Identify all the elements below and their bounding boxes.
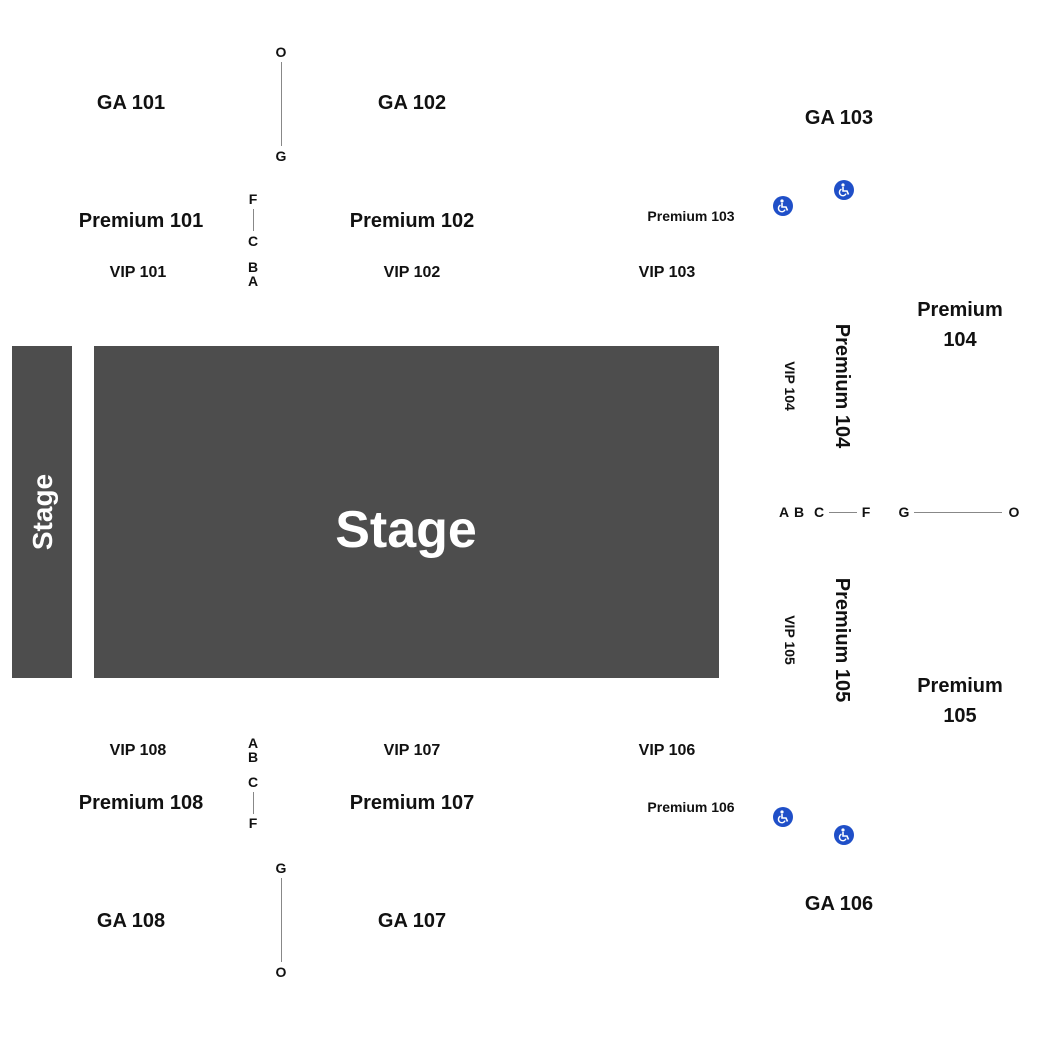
section-premium-105[interactable]: Premium 105: [831, 577, 853, 703]
row-marker-g-top: G: [275, 148, 287, 164]
side-stage: [12, 346, 72, 678]
row-marker-f-top: F: [248, 191, 258, 207]
row-marker-o-top: O: [275, 44, 287, 60]
section-vip-108[interactable]: VIP 108: [109, 742, 167, 759]
row-divider-right-outer: [914, 512, 1002, 513]
section-ga-108[interactable]: GA 108: [96, 910, 166, 932]
section-vip-103[interactable]: VIP 103: [638, 264, 696, 281]
row-marker-f-right: F: [861, 504, 871, 520]
section-premium-104-outer-line1: Premium: [917, 299, 1003, 321]
wheelchair-icon: [773, 807, 793, 827]
row-marker-c-right: C: [813, 504, 825, 520]
row-marker-g-bottom: G: [275, 860, 287, 876]
row-marker-f-bottom: F: [248, 815, 258, 831]
section-ga-107[interactable]: GA 107: [377, 910, 447, 932]
row-marker-a-top: A: [247, 273, 259, 289]
section-vip-101[interactable]: VIP 101: [109, 264, 167, 281]
main-stage-label: Stage: [335, 501, 477, 559]
section-vip-106[interactable]: VIP 106: [638, 742, 696, 759]
row-divider-bottom-inner: [253, 792, 254, 814]
section-premium-104[interactable]: Premium 104: [831, 323, 853, 449]
section-premium-105-outer[interactable]: Premium 105: [917, 671, 1003, 731]
section-premium-107[interactable]: Premium 107: [349, 792, 475, 814]
section-vip-107[interactable]: VIP 107: [383, 742, 441, 759]
row-marker-a-bottom: A: [247, 735, 259, 751]
row-divider-top-outer: [281, 62, 282, 146]
row-marker-a-right: A: [778, 504, 790, 520]
section-premium-105-outer-line1: Premium: [917, 675, 1003, 697]
section-premium-101[interactable]: Premium 101: [78, 210, 204, 232]
row-marker-g-right: G: [898, 504, 910, 520]
row-marker-b-right: B: [793, 504, 805, 520]
row-marker-c-bottom: C: [247, 774, 259, 790]
section-premium-104-outer-line2: 104: [943, 329, 977, 351]
row-marker-b-bottom: B: [247, 749, 259, 765]
row-marker-c-top: C: [247, 233, 259, 249]
section-vip-105[interactable]: VIP 105: [782, 615, 798, 665]
wheelchair-icon: [773, 196, 793, 216]
section-ga-102[interactable]: GA 102: [377, 92, 447, 114]
wheelchair-icon: [834, 825, 854, 845]
section-premium-108[interactable]: Premium 108: [78, 792, 204, 814]
row-divider-right-inner: [829, 512, 857, 513]
main-stage: [94, 346, 719, 678]
row-divider-bottom-outer: [281, 878, 282, 962]
side-stage-label: Stage: [27, 473, 58, 551]
section-vip-102[interactable]: VIP 102: [383, 264, 441, 281]
section-premium-104-outer[interactable]: Premium 104: [917, 295, 1003, 355]
row-divider-top-inner: [253, 209, 254, 231]
section-ga-101[interactable]: GA 101: [96, 92, 166, 114]
wheelchair-icon: [834, 180, 854, 200]
row-marker-o-bottom: O: [275, 964, 287, 980]
section-ga-103[interactable]: GA 103: [804, 107, 874, 129]
section-premium-102[interactable]: Premium 102: [349, 210, 475, 232]
row-marker-o-right: O: [1008, 504, 1020, 520]
section-premium-106[interactable]: Premium 106: [647, 799, 735, 815]
section-premium-103[interactable]: Premium 103: [647, 208, 735, 224]
section-ga-106[interactable]: GA 106: [804, 893, 874, 915]
row-marker-b-top: B: [247, 259, 259, 275]
section-vip-104[interactable]: VIP 104: [782, 361, 798, 411]
section-premium-105-outer-line2: 105: [943, 705, 977, 727]
